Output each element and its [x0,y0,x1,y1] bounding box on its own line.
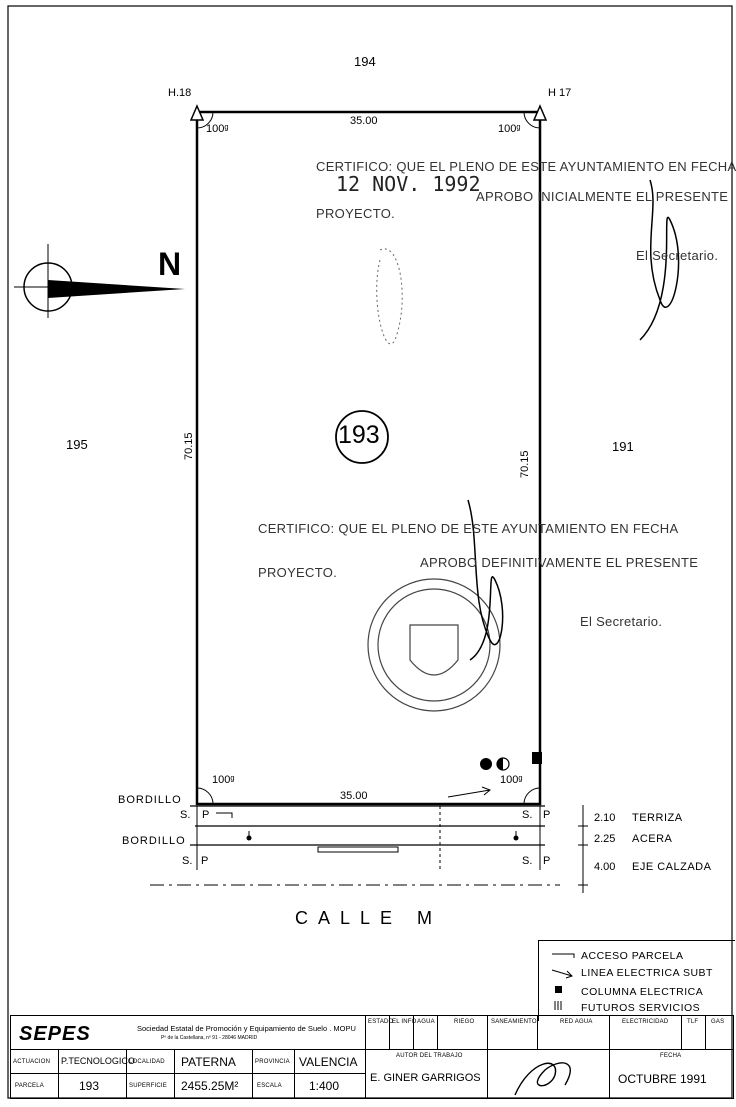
faint-stamp-icon [376,248,403,345]
sp-right-1: S. [522,809,533,821]
corner-label-right: H 17 [548,87,572,99]
parcel-number-circle [335,410,389,464]
p-right-2: P [543,855,551,867]
col-red-agua: RED AGUA [560,1019,593,1025]
localidad-value: PATERNA [181,1055,236,1069]
stamp1-line1: CERTIFICO: QUE EL PLENO DE ESTE AYUNTAMI… [316,159,736,174]
col-riego: RIEGO [454,1019,475,1025]
top-length: 35.00 [350,115,378,127]
provincia-label: PROVINCIA [255,1059,290,1065]
corner-label-left: H.18 [168,87,192,99]
corner-marker-left [189,104,205,121]
sp-left-1: S. [180,809,191,821]
electric-column-icon [532,752,542,764]
org-name: Sociedad Estatal de Promoción y Equipami… [137,1024,356,1033]
corner-marker-right [532,104,548,121]
escala-value: 1:400 [309,1079,340,1093]
service-half-dot-icon [496,757,510,771]
terraza-value: 2.10 [594,812,616,824]
stamp1-signature: El Secretario. [636,248,719,263]
col-gas: GAS [711,1019,725,1025]
org-cell: SEPES Sociedad Estatal de Promoción y Eq… [11,1016,366,1050]
actuacion-label: ACTUACION [13,1059,51,1065]
org-address: Pº de la Castellana, nº 91 - 28046 MADRI… [161,1035,258,1041]
localidad-label: LOCALIDAD [129,1059,165,1065]
terraza-label: TERRIZA [632,812,683,824]
eje-label: EJE CALZADA [632,861,712,873]
superficie-value: 2455.25M² [181,1079,239,1093]
autor-value: E. GINER GARRIGOS [370,1072,481,1084]
angle-bottom-right: 100ᵍ [500,774,523,786]
legend-item-future-services: FUTUROS SERVICIOS [581,1002,701,1014]
north-arrow-icon [14,244,185,318]
provincia-value: VALENCIA [299,1055,358,1069]
service-dot-icon [480,758,492,770]
signature-2-icon [467,499,504,661]
title-block: SEPES Sociedad Estatal de Promoción y Eq… [10,1015,734,1099]
angle-top-right: 100ᵍ [498,123,521,135]
signature-1-icon [639,179,680,341]
municipal-seal-icon [367,578,501,712]
stamp1-line3: PROYECTO. [316,206,396,221]
col-agua: AGUA [417,1019,435,1025]
col-el-info: EL INFO [392,1019,417,1025]
parcela-value: 193 [79,1079,100,1093]
stamp1-date: 12 NOV. 1992 [336,172,481,196]
stamp1-line2: APROBO INICIALMENTE EL PRESENTE [476,189,729,204]
acera-label: ACERA [632,833,673,845]
sp-left-2: S. [182,855,193,867]
col-saneamiento: SANEAMIENTO [491,1019,537,1025]
angle-bottom-left: 100ᵍ [212,774,235,786]
bottom-length: 35.00 [340,790,368,802]
p-left-1: P [202,809,210,821]
legend-item-access: ACCESO PARCELA [581,950,684,962]
angle-top-left: 100ᵍ [206,123,229,135]
parcel-outline [195,110,542,806]
col-estado: ESTADO [368,1019,394,1025]
actuacion-value: P.TECNOLOGICO [61,1056,135,1066]
legend-item-electric-line: LINEA ELECTRICA SUBT [581,967,713,979]
escala-label: ESCALA [257,1083,282,1089]
stamp2-signature: El Secretario. [580,614,663,629]
author-signature-icon [514,1062,571,1096]
neighbor-left-label: 195 [66,437,88,452]
parcela-label: PARCELA [15,1083,44,1089]
bordillo-label-1: BORDILLO [118,794,182,806]
stamp2-line2: APROBO DEFINITIVAMENTE EL PRESENTE [420,555,699,570]
legend: ACCESO PARCELA LINEA ELECTRICA SUBT COLU… [538,940,735,1021]
col-electricidad: ELECTRICIDAD [622,1019,669,1025]
bordillo-label-2: BORDILLO [122,835,186,847]
north-label: N [158,246,182,282]
parcel-number: 193 [338,421,380,449]
legend-item-electric-column: COLUMNA ELECTRICA [581,986,704,998]
eje-value: 4.00 [594,861,616,873]
sp-right-2: S. [522,855,533,867]
fecha-value: OCTUBRE 1991 [618,1072,707,1086]
superficie-label: SUPERFICIE [129,1083,168,1089]
stamp2-line3: PROYECTO. [258,565,338,580]
neighbor-right-label: 191 [612,439,634,454]
col-tlf: TLF [687,1019,699,1025]
acera-value: 2.25 [594,833,616,845]
left-length: 70.15 [183,432,195,460]
sepes-logo: SEPES [19,1023,91,1045]
street-name: CALLE M [295,908,443,928]
right-length: 70.15 [519,450,531,478]
neighbor-top-label: 194 [354,54,376,69]
p-right-1: P [543,809,551,821]
stamp2-line1: CERTIFICO: QUE EL PLENO DE ESTE AYUNTAMI… [258,521,679,536]
fecha-label: FECHA [660,1053,682,1059]
autor-label: AUTOR DEL TRABAJO [396,1053,463,1059]
p-left-2: P [201,855,209,867]
